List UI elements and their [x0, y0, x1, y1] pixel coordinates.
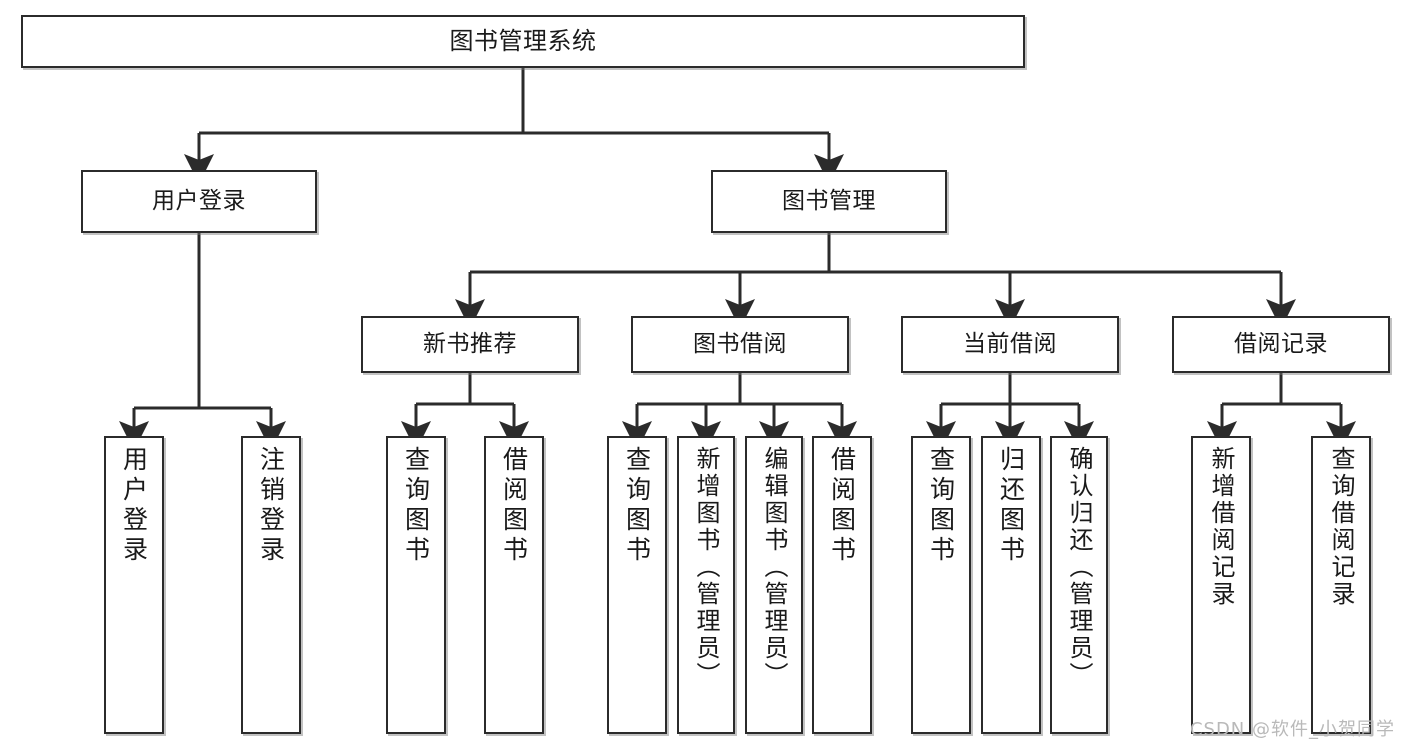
- node-label: 图书借阅: [693, 331, 787, 358]
- leaf-logout[interactable]: 注销登录: [241, 436, 301, 734]
- node-current-borrow[interactable]: 当前借阅: [901, 316, 1119, 373]
- node-label: 确认归还（管理员）: [1065, 446, 1093, 689]
- node-label: 新增借阅记录: [1207, 446, 1235, 608]
- node-label: 图书管理系统: [449, 26, 597, 55]
- node-book-borrow[interactable]: 图书借阅: [631, 316, 849, 373]
- leaf-borrow-book-1[interactable]: 借阅图书: [484, 436, 544, 734]
- leaf-return-book[interactable]: 归还图书: [981, 436, 1041, 734]
- node-label: 用户登录: [119, 446, 149, 566]
- node-label: 图书管理: [782, 188, 876, 215]
- node-book-manage[interactable]: 图书管理: [711, 170, 947, 233]
- leaf-query-record[interactable]: 查询借阅记录: [1311, 436, 1371, 734]
- node-label: 编辑图书（管理员）: [760, 446, 788, 689]
- leaf-borrow-book-2[interactable]: 借阅图书: [812, 436, 872, 734]
- node-borrow-record[interactable]: 借阅记录: [1172, 316, 1390, 373]
- leaf-edit-book[interactable]: 编辑图书（管理员）: [745, 436, 803, 734]
- node-new-book-rec[interactable]: 新书推荐: [361, 316, 579, 373]
- leaf-query-book-2[interactable]: 查询图书: [607, 436, 667, 734]
- node-label: 用户登录: [152, 188, 246, 215]
- node-label: 查询图书: [401, 446, 431, 566]
- node-user-login[interactable]: 用户登录: [81, 170, 317, 233]
- leaf-user-login[interactable]: 用户登录: [104, 436, 164, 734]
- node-label: 借阅记录: [1234, 331, 1328, 358]
- node-label: 借阅图书: [499, 446, 529, 566]
- leaf-confirm-return[interactable]: 确认归还（管理员）: [1050, 436, 1108, 734]
- node-label: 注销登录: [256, 446, 286, 566]
- node-label: 归还图书: [996, 446, 1026, 566]
- node-label: 借阅图书: [827, 446, 857, 566]
- node-label: 查询图书: [926, 446, 956, 566]
- node-label: 当前借阅: [963, 331, 1057, 358]
- leaf-query-book-1[interactable]: 查询图书: [386, 436, 446, 734]
- leaf-add-record[interactable]: 新增借阅记录: [1191, 436, 1251, 734]
- node-label: 新增图书（管理员）: [692, 446, 720, 689]
- node-label: 查询借阅记录: [1327, 446, 1355, 608]
- node-label: 查询图书: [622, 446, 652, 566]
- node-label: 新书推荐: [423, 331, 517, 358]
- leaf-query-book-3[interactable]: 查询图书: [911, 436, 971, 734]
- leaf-add-book[interactable]: 新增图书（管理员）: [677, 436, 735, 734]
- node-root-system[interactable]: 图书管理系统: [21, 15, 1025, 68]
- watermark-text: CSDN @软件_小贺同学: [1189, 719, 1395, 740]
